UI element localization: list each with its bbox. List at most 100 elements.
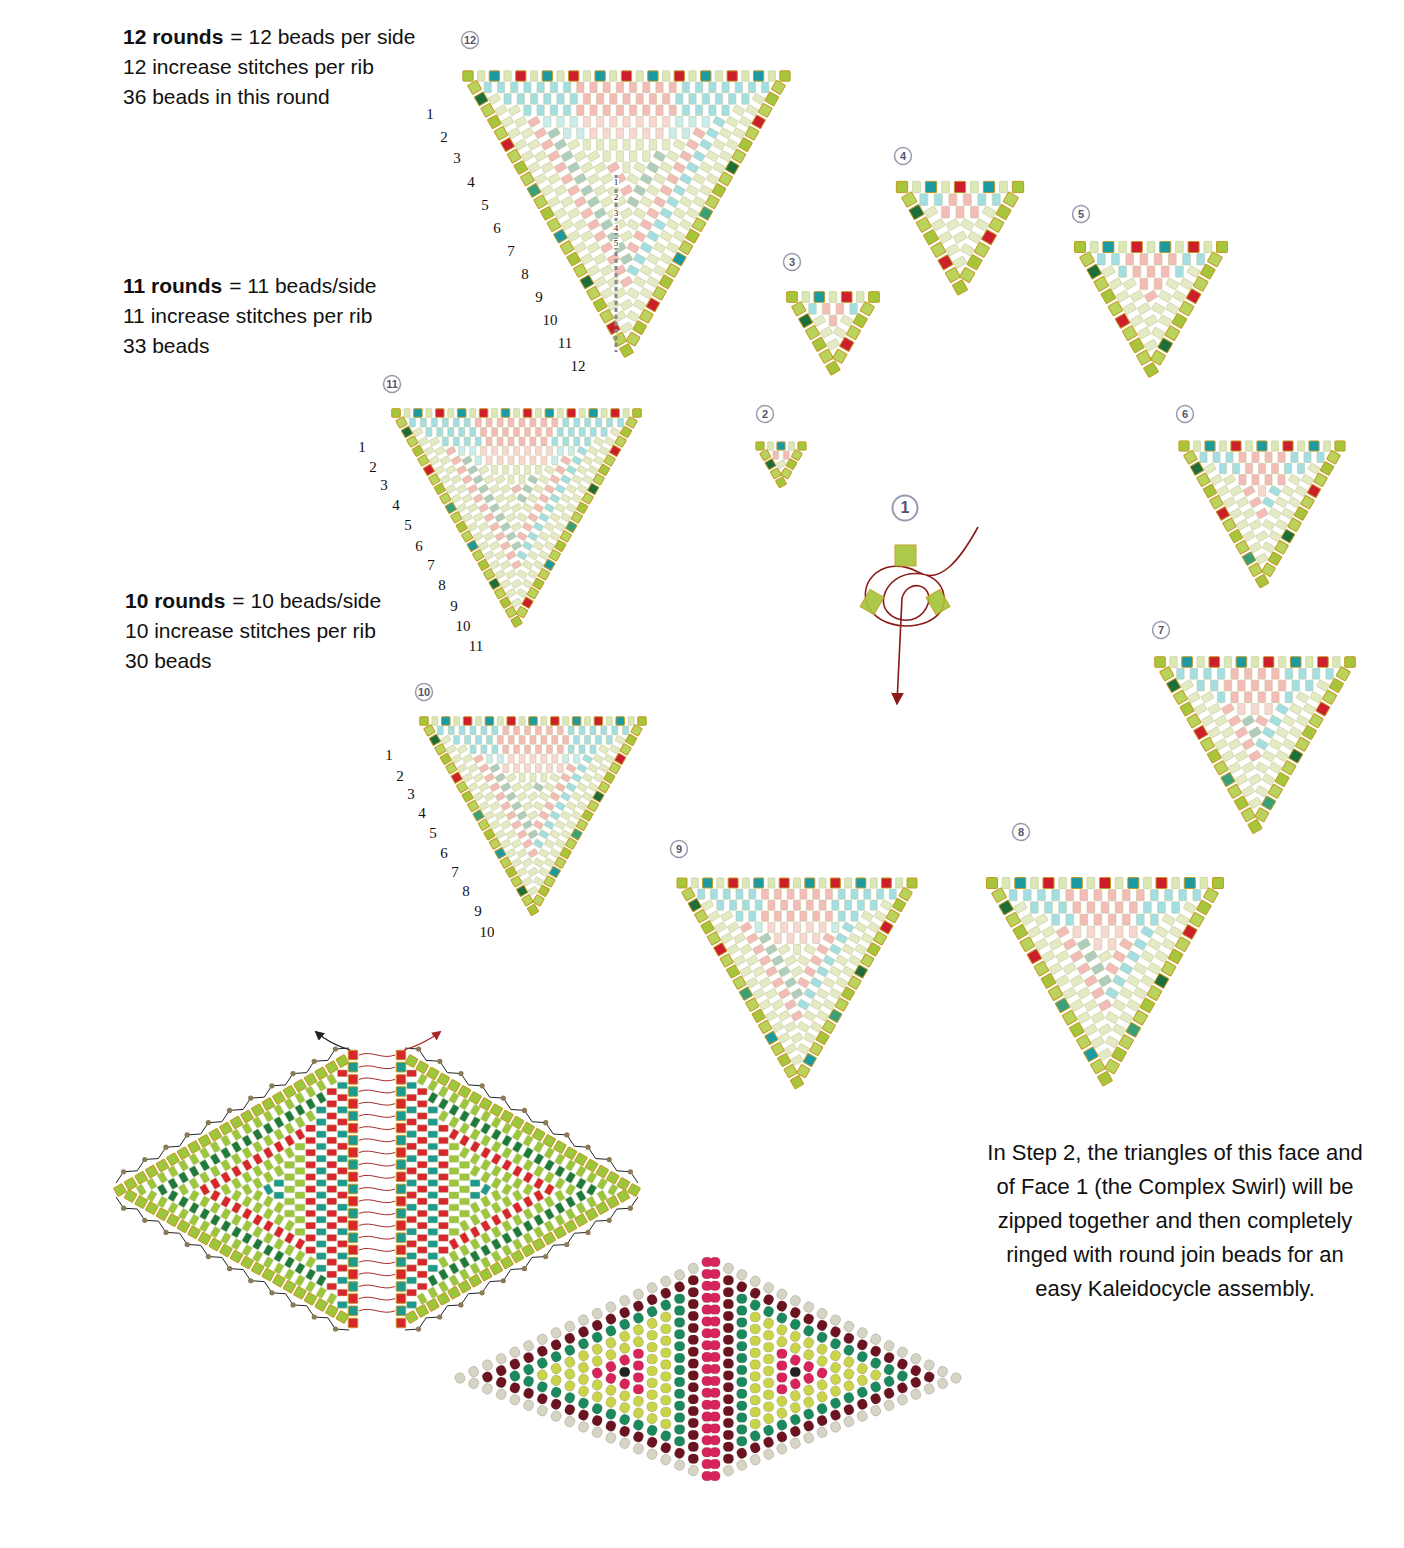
bead-triangle [1074, 241, 1227, 377]
bead [748, 82, 755, 93]
bead [177, 1220, 190, 1233]
bead [560, 530, 572, 542]
bead [682, 128, 689, 139]
bead [886, 909, 900, 923]
bead [459, 1220, 470, 1232]
bead [479, 409, 488, 418]
bead [199, 1196, 210, 1208]
bead [316, 1168, 326, 1175]
bead [590, 128, 597, 139]
bead [673, 185, 686, 197]
bead [549, 866, 561, 878]
bead [445, 762, 457, 774]
thread [865, 527, 978, 703]
bead [542, 71, 552, 81]
bead [210, 1178, 221, 1190]
bead [522, 560, 533, 570]
bead [1094, 939, 1102, 950]
bead [1262, 497, 1275, 508]
bead [285, 1174, 295, 1181]
bead [316, 1180, 326, 1187]
bead [1197, 473, 1211, 487]
bead [1129, 338, 1144, 353]
bead [252, 1190, 263, 1202]
bead [251, 1262, 264, 1275]
bead [590, 726, 596, 735]
bead [560, 792, 571, 802]
bead [603, 772, 615, 784]
bead [338, 1265, 348, 1272]
bead [522, 522, 533, 532]
bead [753, 988, 765, 999]
bead [960, 243, 974, 256]
bead [440, 475, 451, 485]
bead [1172, 902, 1180, 913]
bead [563, 82, 570, 93]
bead [242, 1184, 253, 1196]
bead [492, 745, 498, 754]
bead [188, 1226, 201, 1239]
bead [544, 782, 555, 792]
bead [590, 745, 596, 754]
bead [803, 1053, 817, 1067]
bead [603, 105, 610, 116]
bead [1116, 290, 1130, 302]
bead [481, 103, 495, 117]
bead [1245, 441, 1252, 451]
bead [566, 801, 577, 811]
bead [680, 196, 693, 208]
bead [511, 876, 523, 888]
bead [439, 1210, 449, 1217]
bead [528, 792, 539, 802]
bead [1200, 264, 1215, 279]
bead [449, 1129, 460, 1141]
bead [1080, 890, 1088, 901]
bead [706, 127, 719, 139]
bead [787, 911, 794, 921]
bead [210, 1190, 221, 1202]
bead [707, 931, 721, 945]
bead [1184, 877, 1195, 888]
bead [536, 764, 542, 773]
bead [870, 878, 877, 888]
bead [295, 1155, 305, 1162]
bead [596, 139, 603, 150]
bead [660, 162, 673, 174]
bead [616, 82, 623, 93]
bead [784, 977, 796, 988]
bead [435, 743, 447, 755]
bead [594, 230, 607, 242]
bead [1084, 975, 1098, 987]
bead [449, 1275, 460, 1287]
bead [1028, 926, 1042, 938]
bead [640, 265, 653, 277]
bead [554, 162, 567, 174]
bead [1179, 441, 1189, 451]
bead [560, 475, 571, 485]
bead [1239, 475, 1246, 485]
bead [841, 987, 855, 1001]
bead [284, 1123, 295, 1135]
bead [470, 428, 476, 437]
bead [1255, 715, 1268, 727]
bead [511, 522, 522, 532]
bead [629, 128, 636, 139]
bead [768, 900, 775, 910]
bead [620, 185, 633, 197]
bead [484, 792, 495, 802]
bead [439, 493, 451, 505]
bead [199, 1184, 210, 1196]
bead [348, 1111, 358, 1121]
bead [523, 409, 532, 418]
bead [497, 717, 503, 726]
bead [470, 1192, 480, 1199]
bead [221, 1172, 232, 1184]
bead [479, 1098, 492, 1111]
bead [252, 1251, 263, 1263]
bead [1090, 1059, 1105, 1074]
bead [1141, 926, 1155, 938]
bead [210, 1226, 221, 1238]
bead [1269, 530, 1282, 541]
bead [396, 1282, 406, 1292]
bead [1108, 890, 1116, 901]
